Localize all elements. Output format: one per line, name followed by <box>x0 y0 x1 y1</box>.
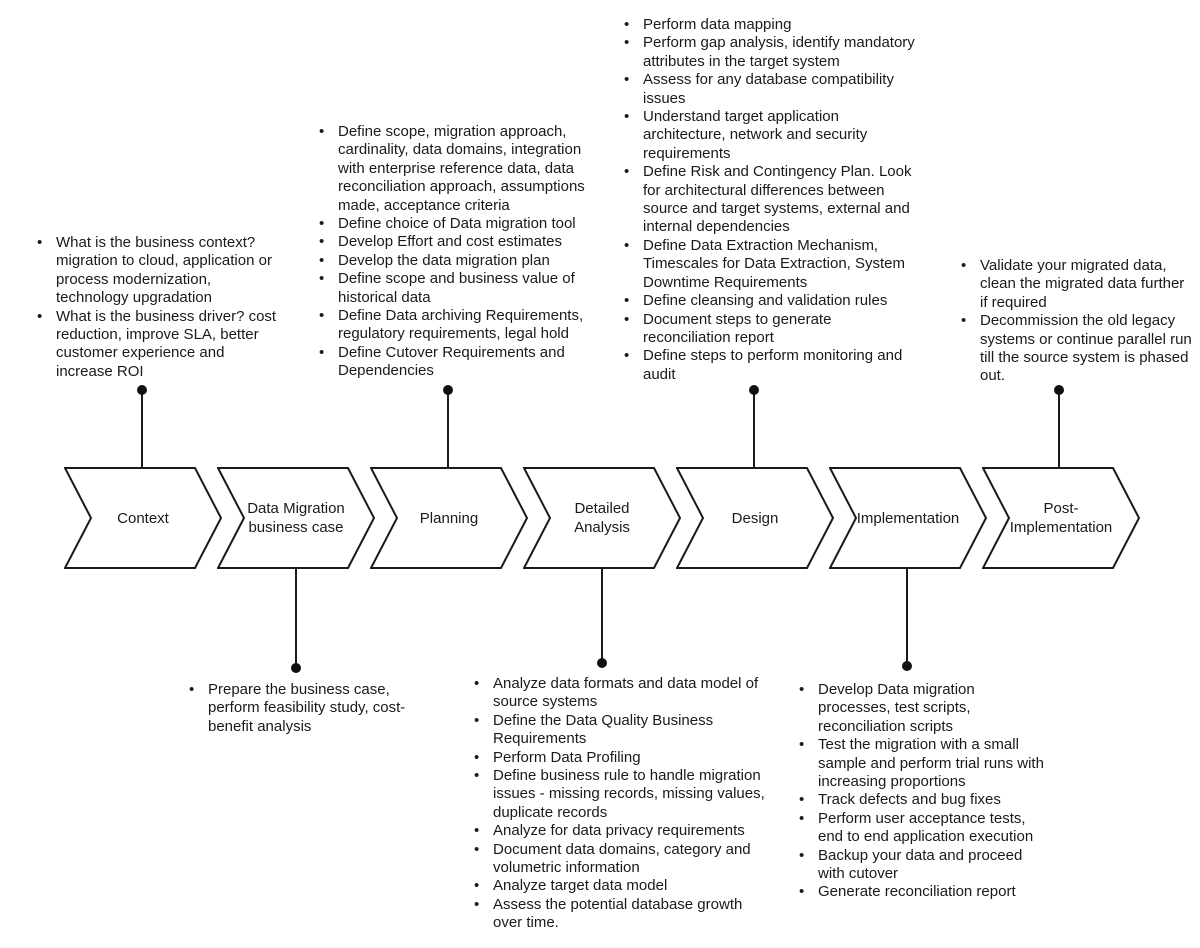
callout-business-case: Prepare the business case, perform feasi… <box>182 681 420 736</box>
stage-chevron-context: Context <box>64 467 222 569</box>
stage-chevron-business-case: Data Migration business case <box>217 467 375 569</box>
bullet-item: Perform data mapping <box>617 16 921 35</box>
connector-dot-design <box>749 385 759 395</box>
bullet-item: Define the Data Quality Business Require… <box>467 712 767 749</box>
bullet-item: Develop Effort and cost estimates <box>312 233 594 252</box>
bullet-item: Define scope, migration approach, cardin… <box>312 123 594 215</box>
chevron-shape-icon <box>370 467 528 569</box>
bullet-item: Define Cutover Requirements and Dependen… <box>312 344 594 381</box>
chevron-shape-icon <box>676 467 834 569</box>
bullet-item: Validate your migrated data, clean the m… <box>954 257 1194 312</box>
bullet-item: Generate reconciliation report <box>792 883 1048 902</box>
connector-line-planning <box>447 390 449 467</box>
bullet-item: Document data domains, category and volu… <box>467 841 767 878</box>
chevron-shape-icon <box>64 467 222 569</box>
bullet-item: Develop the data migration plan <box>312 252 594 271</box>
callout-planning: Define scope, migration approach, cardin… <box>312 123 594 381</box>
bullet-item: Define steps to perform monitoring and a… <box>617 347 921 384</box>
stage-label: Design <box>731 509 779 527</box>
callout-context: What is the business context? migration … <box>30 234 282 381</box>
bullet-item: Define scope and business value of histo… <box>312 270 594 307</box>
bullet-list-implementation: Develop Data migration processes, test s… <box>792 681 1048 902</box>
bullet-item: Define Data Extraction Mechanism, Timesc… <box>617 237 921 292</box>
bullet-item: Analyze for data privacy requirements <box>467 822 767 841</box>
connector-line-design <box>753 390 755 467</box>
connector-line-business-case <box>295 568 297 668</box>
bullet-item: Track defects and bug fixes <box>792 791 1048 810</box>
bullet-list-detailed-analysis: Analyze data formats and data model of s… <box>467 675 767 933</box>
connector-dot-business-case <box>291 663 301 673</box>
connector-dot-detailed-analysis <box>597 658 607 668</box>
bullet-item: Assess for any database compatibility is… <box>617 71 921 108</box>
chevron-shape-icon <box>829 467 987 569</box>
connector-line-context <box>141 390 143 467</box>
bullet-list-post-implementation: Validate your migrated data, clean the m… <box>954 257 1194 386</box>
callout-post-implementation: Validate your migrated data, clean the m… <box>954 257 1194 386</box>
bullet-item: Decommission the old legacy systems or c… <box>954 312 1194 386</box>
bullet-item: Perform Data Profiling <box>467 749 767 768</box>
callout-detailed-analysis: Analyze data formats and data model of s… <box>467 675 767 933</box>
bullet-item: Define Risk and Contingency Plan. Look f… <box>617 163 921 237</box>
bullet-item: Perform user acceptance tests, end to en… <box>792 810 1048 847</box>
bullet-item: Prepare the business case, perform feasi… <box>182 681 420 736</box>
stage-label: Implementation <box>856 509 960 527</box>
bullet-item: What is the business context? migration … <box>30 234 282 308</box>
connector-line-implementation <box>906 568 908 666</box>
bullet-item: Perform gap analysis, identify mandatory… <box>617 34 921 71</box>
connector-line-detailed-analysis <box>601 568 603 663</box>
bullet-item: Develop Data migration processes, test s… <box>792 681 1048 736</box>
chevron-shape-icon <box>217 467 375 569</box>
callout-design: Perform data mappingPerform gap analysis… <box>617 16 921 384</box>
stage-label: Context <box>117 509 169 527</box>
chevron-shape-icon <box>982 467 1140 569</box>
chevron-shape-icon <box>523 467 681 569</box>
bullet-item: Understand target application architectu… <box>617 108 921 163</box>
bullet-item: What is the business driver? cost reduct… <box>30 308 282 382</box>
bullet-item: Define choice of Data migration tool <box>312 215 594 234</box>
bullet-item: Backup your data and proceed with cutove… <box>792 847 1048 884</box>
bullet-list-planning: Define scope, migration approach, cardin… <box>312 123 594 381</box>
connector-dot-planning <box>443 385 453 395</box>
connector-dot-context <box>137 385 147 395</box>
stage-chevron-design: Design <box>676 467 834 569</box>
bullet-list-design: Perform data mappingPerform gap analysis… <box>617 16 921 384</box>
stage-label: Detailed Analysis <box>574 500 630 536</box>
stage-chevron-planning: Planning <box>370 467 528 569</box>
stage-label: Planning <box>419 509 479 527</box>
bullet-item: Define cleansing and validation rules <box>617 292 921 311</box>
stage-chevron-implementation: Implementation <box>829 467 987 569</box>
bullet-item: Define business rule to handle migration… <box>467 767 767 822</box>
bullet-item: Analyze target data model <box>467 877 767 896</box>
bullet-list-context: What is the business context? migration … <box>30 234 282 381</box>
stage-label: Post-Implementation <box>1009 500 1113 536</box>
stage-chevron-post-implementation: Post-Implementation <box>982 467 1140 569</box>
stage-label: Data Migration business case <box>247 500 345 536</box>
connector-dot-implementation <box>902 661 912 671</box>
connector-line-post-implementation <box>1058 390 1060 467</box>
bullet-item: Document steps to generate reconciliatio… <box>617 311 921 348</box>
bullet-list-business-case: Prepare the business case, perform feasi… <box>182 681 420 736</box>
bullet-item: Define Data archiving Requirements, regu… <box>312 307 594 344</box>
connector-dot-post-implementation <box>1054 385 1064 395</box>
callout-implementation: Develop Data migration processes, test s… <box>792 681 1048 902</box>
bullet-item: Test the migration with a small sample a… <box>792 736 1048 791</box>
stage-chevron-detailed-analysis: Detailed Analysis <box>523 467 681 569</box>
bullet-item: Assess the potential database growth ove… <box>467 896 767 933</box>
bullet-item: Analyze data formats and data model of s… <box>467 675 767 712</box>
